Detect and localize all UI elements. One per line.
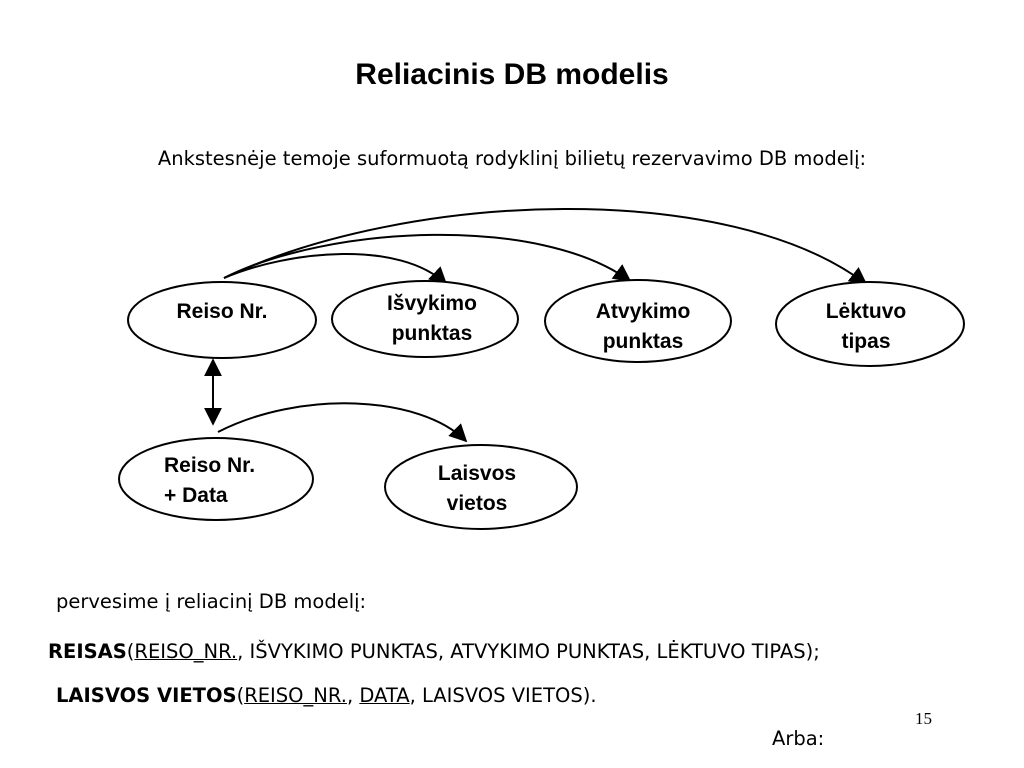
node-atvykimo-punktas: Atvykimo punktas [544,279,732,363]
node-atvykimo-line1: Atvykimo [596,300,691,323]
slide-title: Reliacinis DB modelis [355,58,669,91]
node-reiso-data-line1: Reiso Nr. [164,454,255,477]
node-isvykimo-punktas: Išvykimo punktas [331,280,519,358]
arrow-reiso-to-isvykimo [223,253,448,286]
schema-reisas-name: REISAS [48,640,127,663]
schema-laisvos-name: LAISVOS VIETOS [56,684,237,707]
arrow-reiso-to-atvykimo [223,233,632,283]
node-isvykimo-line2: punktas [392,322,473,345]
arrow-reiso-data-to-laisvos [217,402,468,443]
schema-reisas-key: REISO_NR. [134,640,238,663]
arba-text: Arba: [772,727,825,750]
node-laisvos-line1: Laisvos [438,462,516,485]
node-laisvos-line2: vietos [447,492,508,515]
node-lektuvo-line1: Lėktuvo [826,300,907,323]
node-reiso-nr: Reiso Nr. [127,281,317,359]
schema-laisvos-key1: REISO_NR. [244,684,347,707]
schema-reisas-open: ( [126,640,135,663]
node-laisvos-vietos: Laisvos vietos [384,444,578,530]
node-lektuvo-tipas: Lėktuvo tipas [775,281,965,367]
schema-laisvos-vietos: LAISVOS VIETOS(REISO_NR., DATA, LAISVOS … [56,684,597,707]
schema-reisas: REISAS(REISO_NR., IŠVYKIMO PUNKTAS, ATVY… [48,640,820,663]
node-isvykimo-line1: Išvykimo [387,292,477,315]
node-reiso-data-line2: + Data [164,484,228,507]
schema-laisvos-open: ( [236,684,245,707]
arrow-diagram: Reiso Nr. Išvykimo punktas Atvykimo punk… [118,208,965,530]
node-atvykimo-line2: punktas [603,330,684,353]
schema-laisvos-attributes: , LAISVOS VIETOS). [409,684,597,707]
node-reiso-nr-data: Reiso Nr. + Data [118,437,314,521]
schema-laisvos-key2: DATA [359,684,410,707]
intro-text: Ankstesnėje temoje suformuotą rodyklinį … [157,147,867,170]
arrow-reiso-to-lektuvo [223,208,868,286]
conversion-text: pervesime į reliacinį DB modelį: [56,590,367,613]
schema-laisvos-sep: , [346,684,360,707]
node-reiso-nr-line1: Reiso Nr. [176,300,267,323]
schema-reisas-attributes: , IŠVYKIMO PUNKTAS, ATVYKIMO PUNKTAS, LĖ… [237,640,820,663]
page-number: 15 [915,709,932,728]
node-lektuvo-line2: tipas [841,330,890,353]
